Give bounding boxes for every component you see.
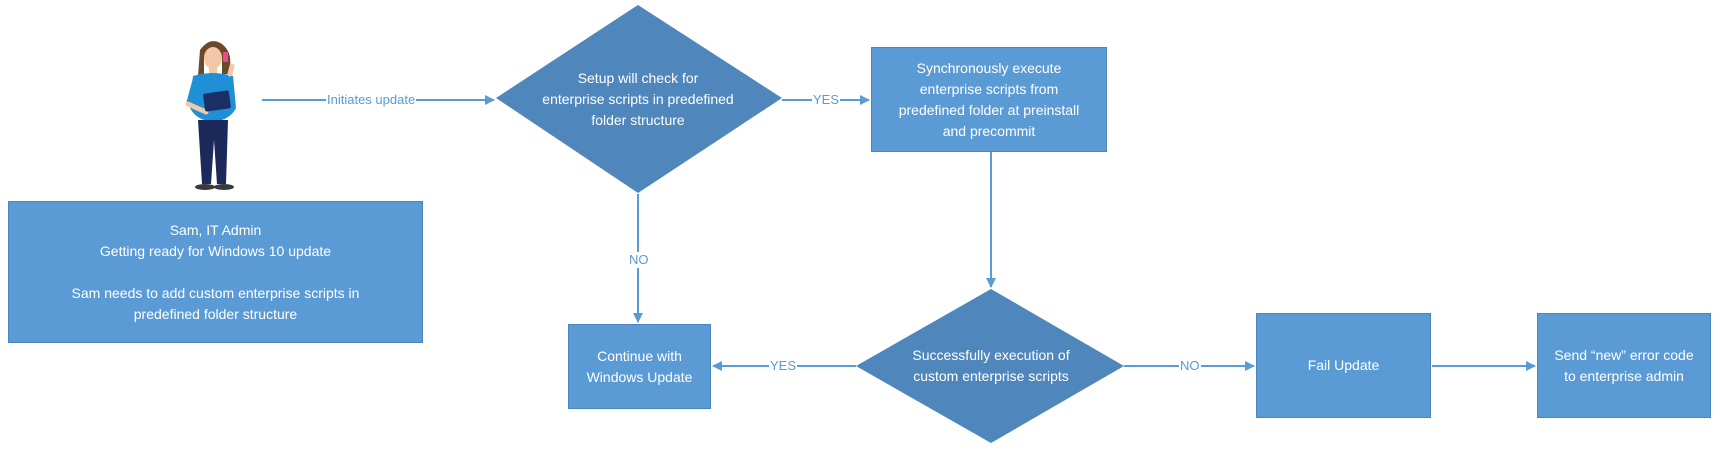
execute-line3: predefined folder at preinstall (898, 101, 1080, 118)
execute-line1: Synchronously execute (916, 59, 1062, 76)
person-icon (185, 41, 236, 190)
error-line2: to enterprise admin (1564, 367, 1684, 384)
edge-label-initiates-update: Initiates update (326, 92, 417, 108)
admin-subtitle: Getting ready for Windows 10 update (99, 242, 332, 259)
fail-update-box: Fail Update (1256, 313, 1431, 418)
edge-label-yes-bottom: YES (769, 358, 798, 374)
admin-task-line1: Sam needs to add custom enterprise scrip… (71, 284, 360, 301)
decision-check-line2: enterprise scripts in predefined (542, 90, 734, 107)
decision-check-diamond (496, 5, 782, 193)
decision-success-text: Successfully execution of custom enterpr… (876, 340, 1106, 392)
fail-line1: Fail Update (1307, 357, 1380, 373)
execute-scripts-box: Synchronously execute enterprise scripts… (871, 47, 1107, 152)
decision-check-line1: Setup will check for (577, 69, 699, 86)
edge-label-yes-top: YES (812, 92, 841, 108)
edge-label-no-right: NO (1179, 358, 1201, 374)
admin-description-box: Sam, IT Admin Getting ready for Windows … (8, 201, 423, 343)
decision-check-line3: folder structure (591, 111, 685, 128)
decision-check-text: Setup will check for enterprise scripts … (516, 60, 760, 138)
decision-success-diamond (856, 289, 1124, 443)
send-error-code-box: Send “new” error code to enterprise admi… (1537, 313, 1711, 418)
decision-success-line1: Successfully execution of (912, 347, 1070, 363)
continue-update-box: Continue with Windows Update (568, 324, 711, 409)
decision-success-line2: custom enterprise scripts (913, 368, 1069, 384)
continue-line1: Continue with (597, 347, 682, 364)
error-line1: Send “new” error code (1554, 346, 1694, 363)
edge-label-no-left: NO (628, 252, 650, 268)
admin-task-line2: predefined folder structure (133, 305, 298, 322)
execute-line4: and precommit (942, 122, 1036, 139)
continue-line2: Windows Update (586, 368, 693, 385)
admin-name: Sam, IT Admin (169, 221, 262, 238)
execute-line2: enterprise scripts from (919, 80, 1059, 97)
